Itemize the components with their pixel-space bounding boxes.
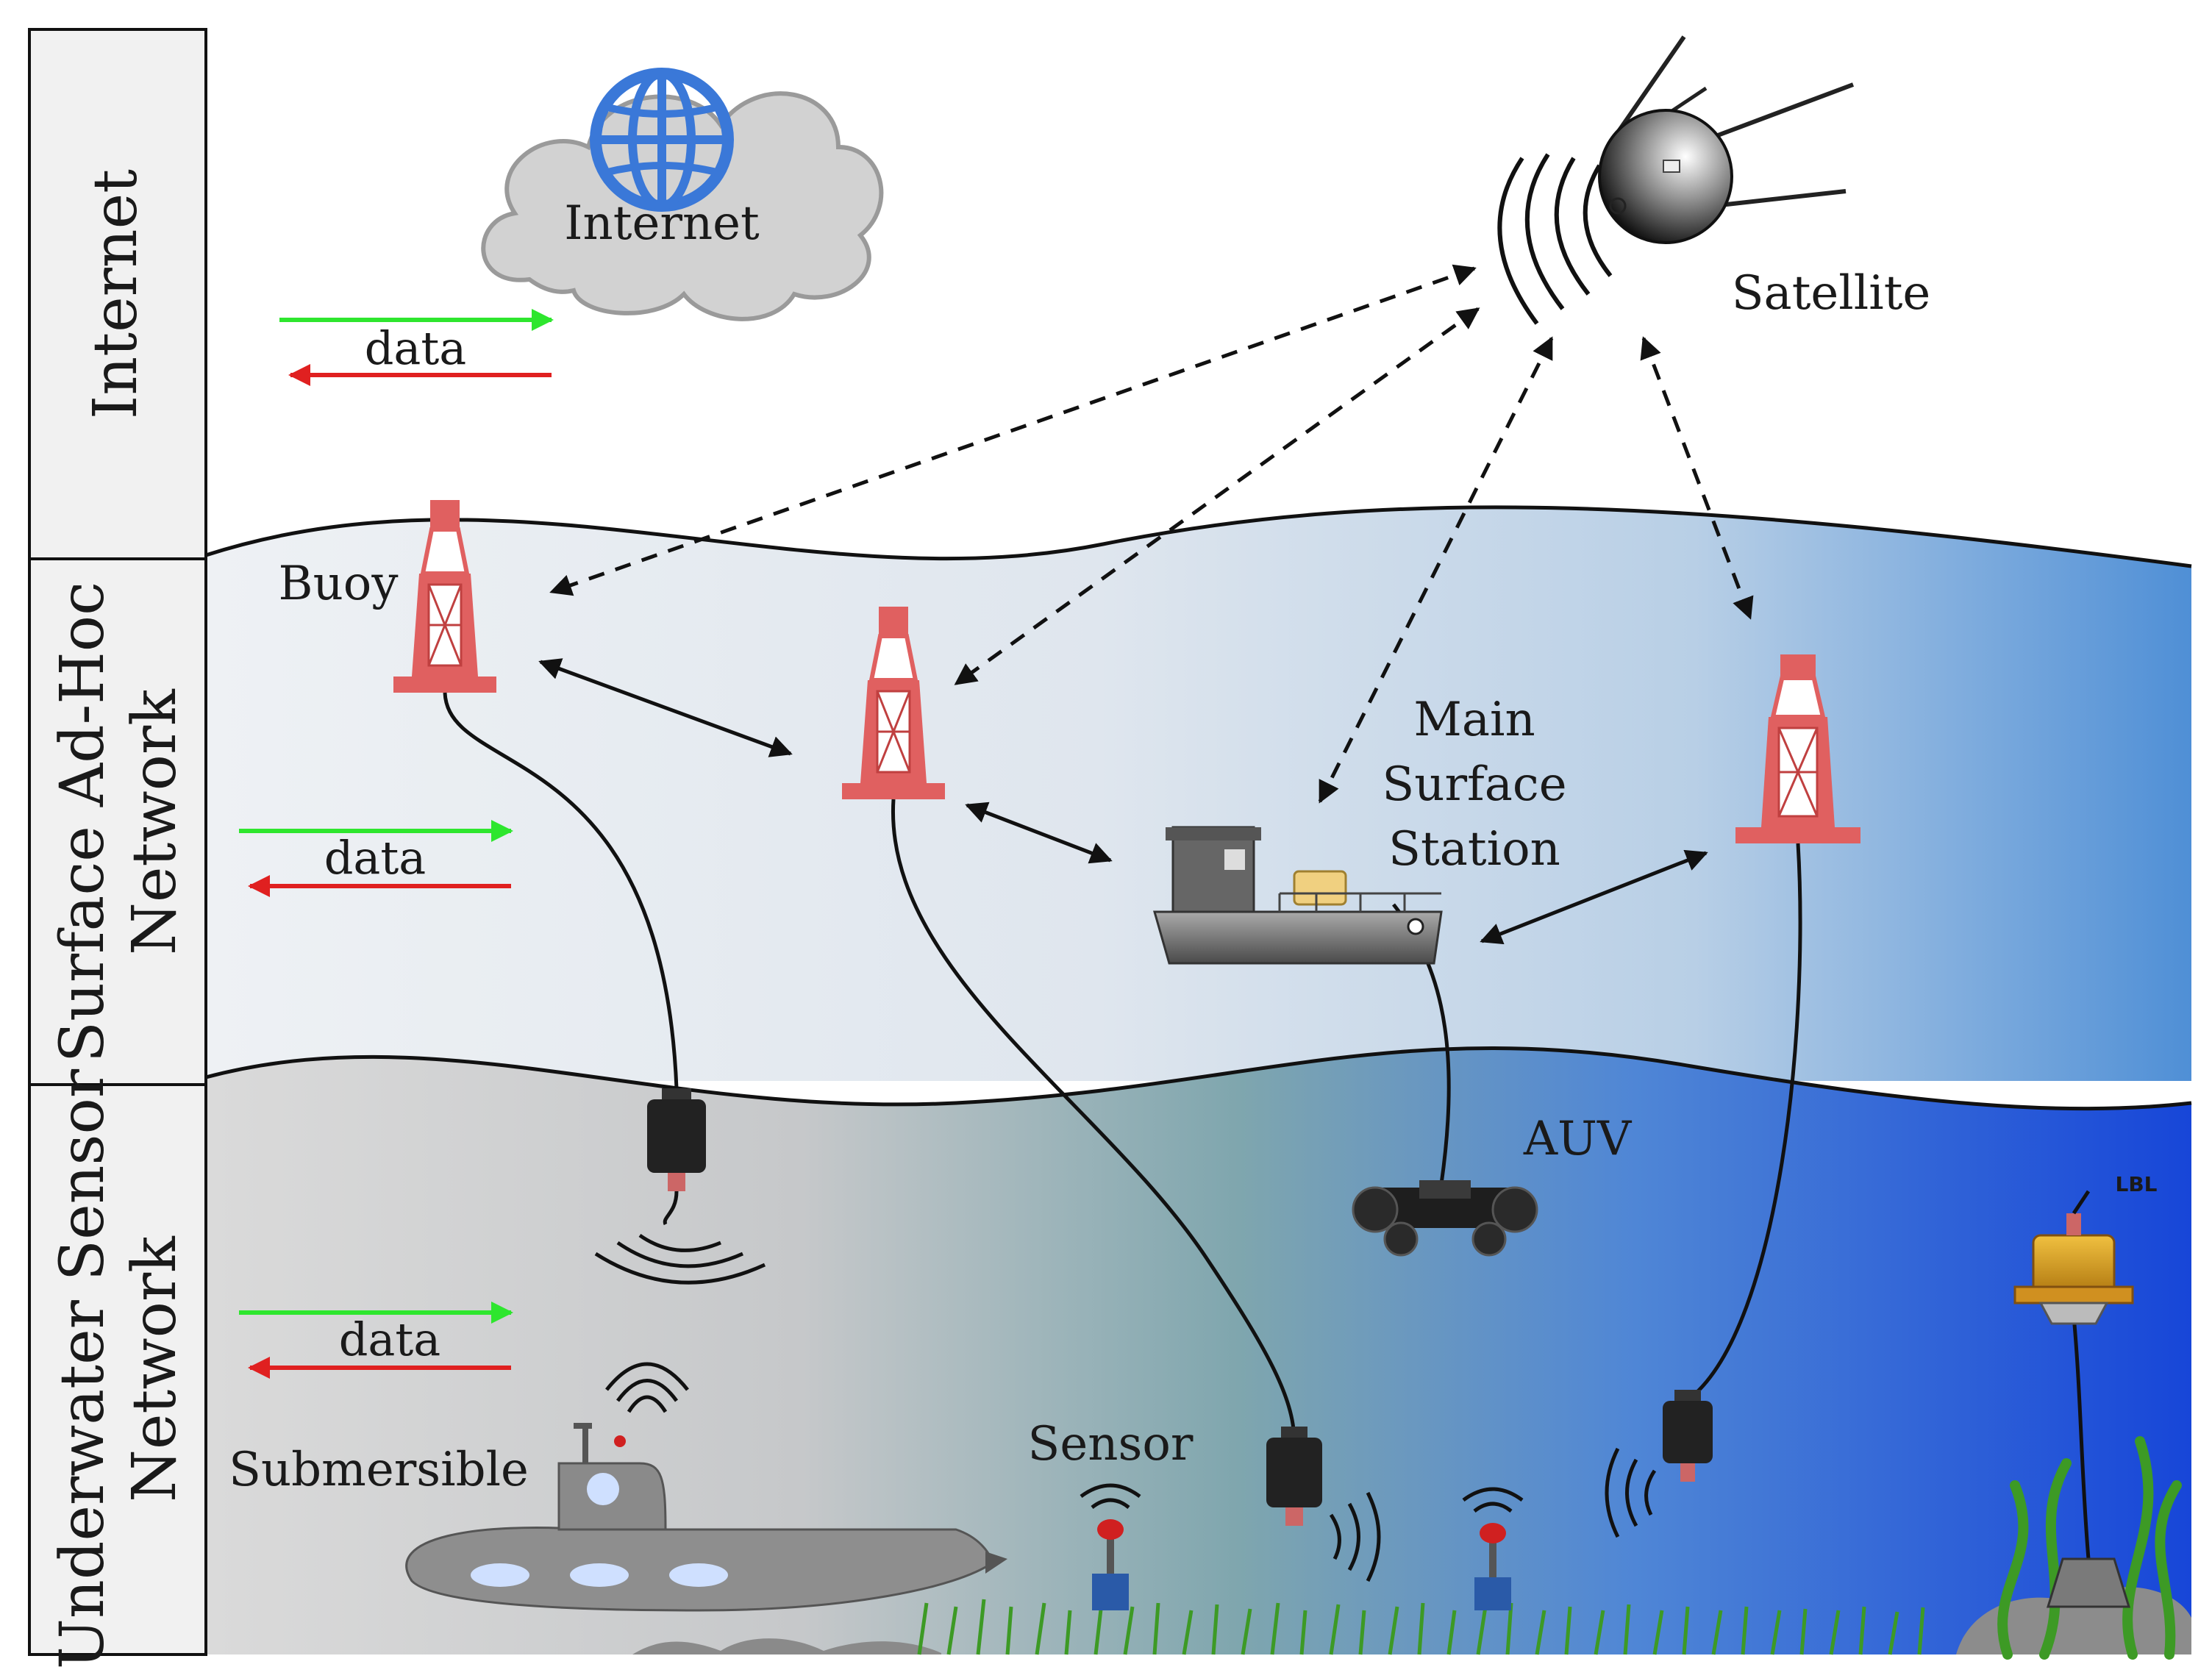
surface-water [206, 507, 2191, 1081]
data-label: data [324, 831, 427, 885]
lbl-beacon [2013, 1190, 2134, 1325]
data-label: data [339, 1313, 441, 1366]
tethers [443, 692, 2091, 1560]
transducer-1 [594, 1088, 766, 1285]
data-legend-internet: data [279, 309, 554, 386]
satellite-links [549, 264, 1754, 804]
transducer-3 [1605, 1390, 1713, 1538]
layer-label-underwater-line2: Network [120, 1235, 190, 1502]
layer-label-surface-line2: Network [120, 688, 190, 955]
internet-cloud: Internet [481, 68, 884, 321]
seabed [632, 1436, 2191, 1660]
layer-column: Internet Surface Ad-Hoc Network Underwat… [28, 28, 207, 1667]
layer-label-underwater-line1: Underwater Sensor [48, 1068, 118, 1667]
signal-waves-icon [1329, 1491, 1381, 1582]
satellite-label: Satellite [1732, 266, 1931, 321]
signal-waves-icon [1462, 1487, 1524, 1513]
signal-waves-icon [605, 1362, 689, 1413]
deep-water [206, 1048, 2191, 1654]
internet-label: Internet [564, 196, 760, 251]
main-station-label-line3: Station [1388, 822, 1560, 877]
transducer-2 [1266, 1427, 1381, 1582]
lbl-label: LBL [2115, 1172, 2157, 1196]
layer-label-internet: Internet [81, 169, 151, 419]
signal-waves-icon [1080, 1483, 1141, 1510]
sensor-node-2 [1462, 1487, 1524, 1610]
data-legend-surface: data [239, 820, 513, 897]
sensor-node-1 [1080, 1483, 1141, 1610]
auv [1352, 1180, 1538, 1257]
signal-waves-icon [1605, 1447, 1657, 1538]
auv-label: AUV [1523, 1112, 1633, 1166]
data-label: data [365, 321, 467, 375]
satellite: Satellite [1497, 35, 1931, 325]
globe-icon [590, 68, 734, 212]
signal-waves-icon [1497, 153, 1613, 325]
signal-waves-icon [594, 1233, 766, 1285]
seagrass [917, 1599, 1925, 1655]
main-surface-station-ship: Main Surface Station [1153, 693, 1567, 965]
buoy-2 [842, 607, 945, 799]
layer-label-surface-line1: Surface Ad-Hoc [48, 582, 118, 1063]
submersible-label: Submersible [229, 1443, 529, 1497]
main-station-label-line2: Surface [1382, 757, 1566, 812]
buoy-3 [1735, 654, 1860, 843]
kelp [1997, 1436, 2182, 1660]
sensor-label: Sensor [1028, 1417, 1194, 1471]
main-station-label-line1: Main [1413, 693, 1535, 747]
buoy-label: Buoy [279, 557, 399, 611]
surface-links [538, 658, 1708, 945]
submersible [405, 1362, 1007, 1612]
data-legend-underwater: data [239, 1302, 513, 1379]
buoy-1 [393, 500, 496, 693]
